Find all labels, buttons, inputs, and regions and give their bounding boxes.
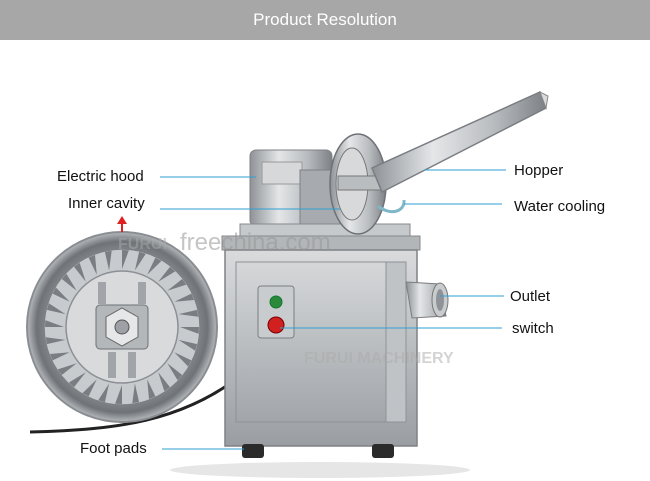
page-title: Product Resolution [253, 10, 397, 29]
floor-shadow [170, 462, 470, 478]
leader-lines [160, 169, 506, 450]
rotor-tooth [98, 383, 110, 403]
water-cooling-pipe [377, 199, 406, 214]
rotor-tooth [174, 293, 195, 302]
watermark-brand-top: FURUI [118, 236, 167, 253]
label-outlet: Outlet [510, 288, 551, 305]
watermark-brand-bottom: FURUI MACHINERY [304, 350, 454, 367]
label-electric-hood: Electric hood [57, 168, 144, 185]
rotor-tooth [68, 372, 86, 388]
rotor-tooth [132, 383, 140, 404]
label-inner-cavity: Inner cavity [68, 195, 145, 212]
grinding-chamber [329, 133, 387, 235]
outlet-spout [405, 281, 449, 319]
label-hopper: Hopper [514, 162, 564, 179]
foot-pad-right [372, 444, 394, 458]
rotor-tooth [52, 287, 70, 302]
rotor-tooth [158, 266, 176, 282]
rotor-tooth [178, 339, 198, 351]
machine-illustration [26, 90, 549, 478]
rotor-tooth [74, 262, 86, 282]
diagram-stage: freechina.com FURUI FURUI MACHINERY Elec… [0, 60, 650, 481]
foot-pad-left [242, 444, 264, 458]
header-banner: Product Resolution [0, 0, 650, 40]
label-switch: switch [512, 320, 554, 337]
rotor-tooth [88, 254, 97, 275]
rotor-tooth [104, 250, 112, 271]
rotor-tooth [122, 250, 129, 269]
rotor-tooth [45, 320, 64, 327]
machine-cabinet [221, 235, 421, 447]
watermark-site: freechina.com [180, 229, 331, 256]
rotor-tooth [178, 309, 199, 317]
rotor-tooth [147, 257, 162, 275]
rotor-tooth [167, 363, 183, 381]
rotor-tooth [147, 379, 156, 400]
rotor-tooth [45, 337, 66, 345]
power-cable [29, 378, 236, 434]
rotor-tooth [174, 352, 192, 367]
label-foot-pads: Foot pads [80, 440, 147, 457]
red-button [267, 316, 285, 334]
hopper-chute [371, 90, 549, 194]
inner-cavity-disc [26, 231, 218, 423]
rotor-tooth [61, 273, 77, 291]
rotor-tooth [82, 379, 97, 397]
rotor-tooth [46, 303, 66, 315]
rotor-tooth [134, 251, 146, 271]
rotor-tooth [57, 363, 77, 375]
rotor-tooth [180, 327, 199, 334]
label-water-cooling: Water cooling [514, 198, 606, 215]
red-arrow [117, 216, 127, 232]
rotor-tooth [167, 279, 187, 291]
rotor-tooth [158, 372, 170, 392]
rotor-tooth [115, 385, 122, 404]
green-button [269, 295, 283, 309]
rotor-tooth [49, 352, 70, 361]
